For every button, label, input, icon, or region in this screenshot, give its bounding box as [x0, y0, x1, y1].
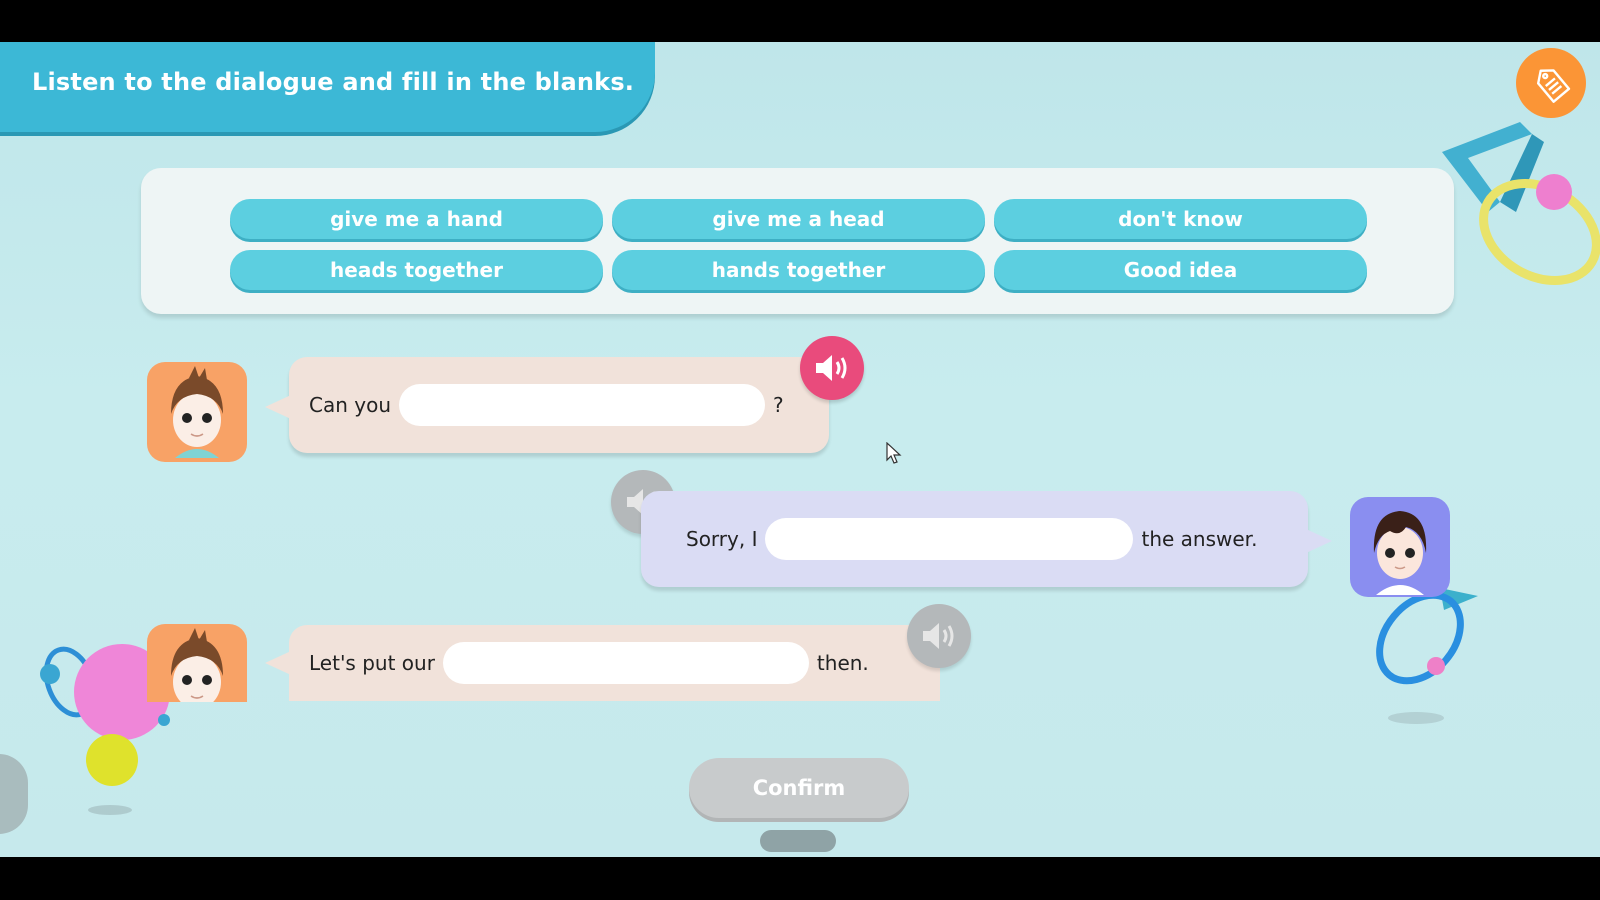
blank-input-1[interactable]: [399, 384, 766, 426]
girl-face-icon: [1373, 511, 1427, 595]
line-3-before: Let's put our: [309, 651, 435, 675]
dialogue-line-1: Can you ?: [265, 357, 829, 453]
play-audio-button-1[interactable]: [800, 336, 864, 400]
play-audio-button-3[interactable]: [907, 604, 971, 668]
page-indicator: [760, 830, 836, 852]
confirm-button[interactable]: Confirm: [689, 758, 909, 818]
mouse-cursor-icon: [886, 442, 902, 464]
blank-input-2[interactable]: [765, 518, 1134, 560]
bubble-tail: [265, 395, 291, 419]
boy-avatar: [147, 624, 247, 702]
exercise-stage: Listen to the dialogue and fill in the b…: [0, 42, 1600, 857]
dialogue-line-3: Let's put our then.: [265, 625, 940, 701]
word-chip[interactable]: give me a head: [612, 199, 985, 239]
speaker-icon: [923, 623, 954, 649]
boy-face-icon: [171, 628, 223, 702]
instruction-text: Listen to the dialogue and fill in the b…: [32, 68, 635, 96]
line-1-after: ?: [773, 393, 784, 417]
instruction-banner: Listen to the dialogue and fill in the b…: [0, 42, 655, 132]
word-chip[interactable]: heads together: [230, 250, 603, 290]
notes-button[interactable]: [1516, 48, 1586, 118]
line-1-before: Can you: [309, 393, 392, 417]
boy-avatar: [147, 362, 247, 462]
blank-input-3[interactable]: [442, 642, 809, 684]
boy-face-icon: [171, 366, 223, 458]
dialogue-line-2: Sorry, I the answer.: [641, 491, 1332, 587]
decor-shapes-top-right: [1442, 122, 1600, 285]
line-2-before: Sorry, I: [686, 527, 758, 551]
word-chip[interactable]: Good idea: [994, 250, 1367, 290]
bubble-tail: [265, 651, 291, 675]
back-button[interactable]: [0, 754, 28, 834]
line-3-after: then.: [816, 651, 869, 675]
word-bank: give me a hand give me a head don't know…: [141, 168, 1454, 314]
girl-avatar: [1350, 497, 1450, 597]
bubble-tail: [1306, 529, 1332, 553]
speaker-icon: [816, 355, 847, 381]
notes-tag-icon: [1536, 69, 1571, 103]
word-chip[interactable]: give me a hand: [230, 199, 603, 239]
word-chip[interactable]: hands together: [612, 250, 985, 290]
line-2-after: the answer.: [1141, 527, 1258, 551]
word-chip[interactable]: don't know: [994, 199, 1367, 239]
